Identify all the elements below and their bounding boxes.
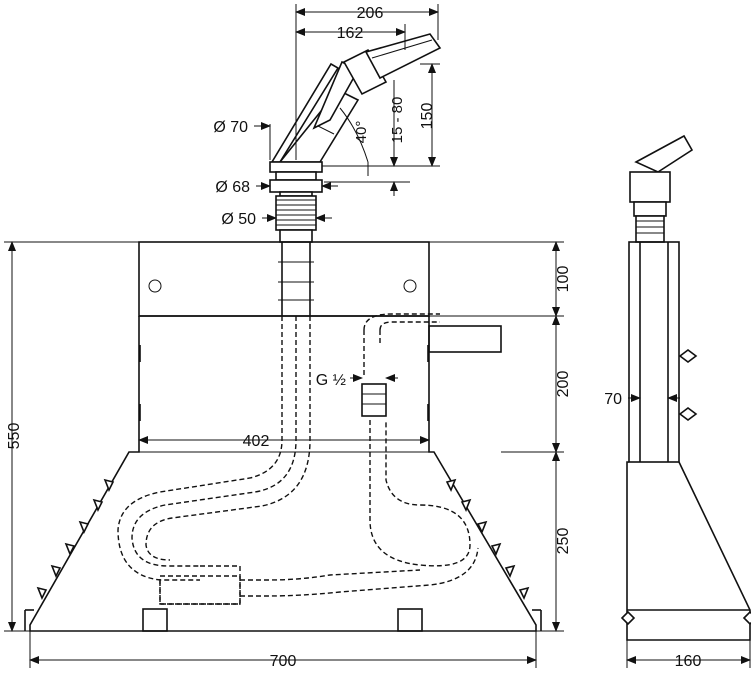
- dim-162: 162: [337, 25, 364, 42]
- dim-402: 402: [243, 433, 270, 450]
- front-view: [24, 33, 542, 632]
- dim-40-deg: 40°: [353, 121, 370, 144]
- dim-side-160: 160: [675, 653, 702, 670]
- dim-g-half: G ½: [316, 372, 346, 389]
- dim-100: 100: [555, 266, 572, 293]
- dim-dia-68: Ø 68: [215, 179, 250, 196]
- dimension-labels: 206 162 150 15 - 80 40° Ø 70 Ø 68 Ø 50 1…: [6, 5, 701, 670]
- dim-15-80: 15 - 80: [389, 97, 406, 144]
- dim-700: 700: [270, 653, 297, 670]
- dim-200: 200: [555, 371, 572, 398]
- dim-206: 206: [357, 5, 384, 22]
- dimension-lines: [4, 4, 751, 668]
- dim-dia-50: Ø 50: [221, 211, 256, 228]
- dim-250: 250: [555, 528, 572, 555]
- dim-150: 150: [419, 103, 436, 130]
- dim-550: 550: [6, 423, 23, 450]
- mounting-frame: [24, 241, 542, 632]
- hand-shower: [270, 33, 442, 163]
- dim-dia-70: Ø 70: [213, 119, 248, 136]
- side-view: [620, 134, 751, 641]
- mounting-clips: [36, 478, 530, 600]
- handle-body: [269, 161, 323, 243]
- hidden-hoses: [117, 313, 479, 605]
- dim-side-70: 70: [604, 391, 622, 408]
